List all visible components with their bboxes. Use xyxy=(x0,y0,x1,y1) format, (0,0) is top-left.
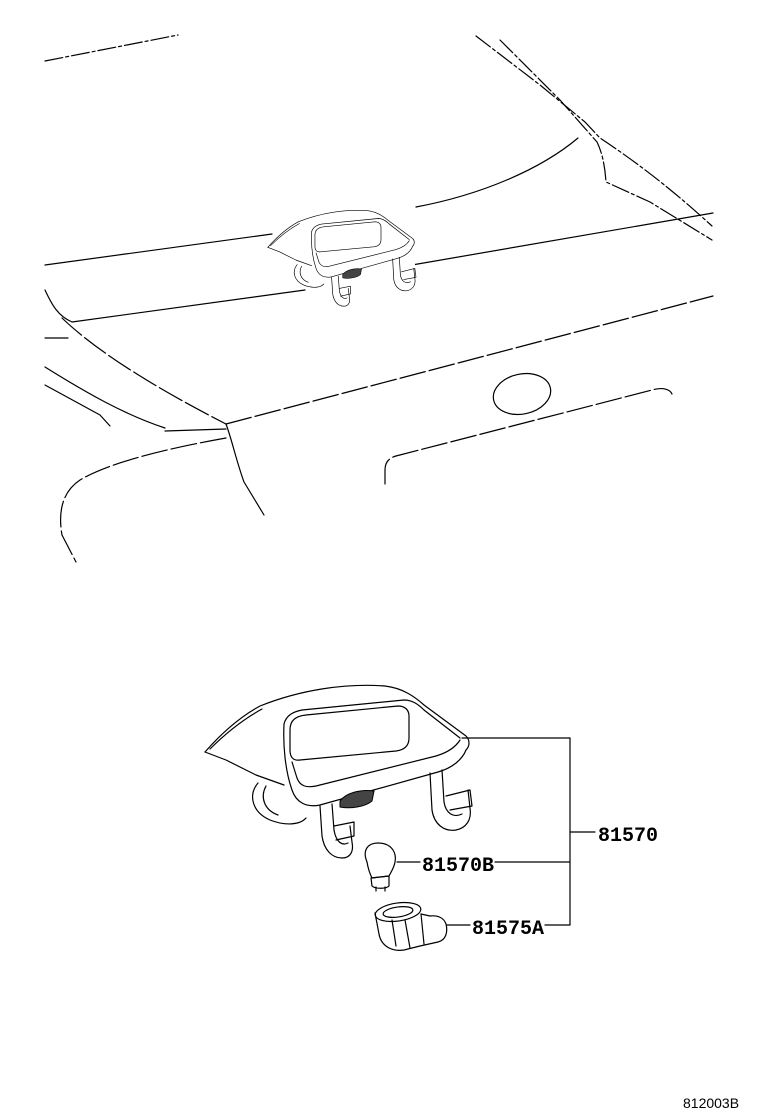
trunk-lid-bottom-edge xyxy=(225,295,714,425)
figure-code: 812003B xyxy=(683,1095,739,1111)
lamp-frame-lower-ledge xyxy=(291,739,461,788)
socket-rim-inner xyxy=(382,906,414,918)
license-panel-outline xyxy=(384,388,673,485)
high-mount-stop-lamp-assembly xyxy=(204,684,473,859)
bumper-left-outline xyxy=(59,437,227,563)
socket-rim-outer xyxy=(374,901,422,923)
lamp-clip-left xyxy=(319,803,355,859)
lamp-frame-top-edge xyxy=(283,699,461,739)
quarter-panel-line-upper xyxy=(44,366,166,429)
bulb-base xyxy=(370,875,390,889)
part-number-81575a[interactable]: 81575A xyxy=(472,918,544,941)
clip-right-outer xyxy=(429,772,471,831)
rear-window-upper-line xyxy=(44,34,179,62)
bulb-wire-leads xyxy=(375,886,386,892)
clip-left-outer xyxy=(319,805,354,859)
rear-window-side-line-outer xyxy=(475,35,713,227)
lamp-body-rear xyxy=(252,782,307,825)
socket-body xyxy=(374,912,448,951)
rear-panel-top-line-right xyxy=(411,212,714,266)
socket-body-lines xyxy=(391,913,425,949)
clip-left-hook xyxy=(333,821,355,841)
trunk-lid-side-edge xyxy=(61,317,227,425)
rear-panel-top-line-left xyxy=(44,289,306,323)
quarter-panel-line-lower xyxy=(44,384,111,427)
lamp-silhouette-fill xyxy=(205,685,472,858)
trunk-lid-upper-edge-left xyxy=(44,233,273,266)
lamp-body-rear-inner xyxy=(262,785,279,816)
lamp-lens xyxy=(289,705,410,761)
trunk-lid-view xyxy=(44,34,714,563)
clip-right-inner xyxy=(441,769,463,817)
lamp-center-mount xyxy=(339,790,375,809)
lamp-clip-right xyxy=(429,769,473,831)
leader-lines xyxy=(396,737,596,926)
trunk-lid-upper-edge-right xyxy=(415,137,579,208)
clip-left-inner xyxy=(331,803,349,845)
lid-corner-line xyxy=(164,428,227,432)
part-number-81570[interactable]: 81570 xyxy=(598,825,658,848)
bulb-socket xyxy=(374,901,448,951)
bulb-glass xyxy=(364,842,396,879)
body-crease-line xyxy=(225,423,265,516)
lamp-housing-left-side xyxy=(204,751,285,786)
clip-right-hook xyxy=(445,789,473,811)
lamp-front-frame xyxy=(283,723,467,807)
trunk-lock-cylinder xyxy=(492,372,552,416)
rear-window-side-line-inner xyxy=(499,39,713,241)
part-number-81570b[interactable]: 81570B xyxy=(422,855,494,878)
lamp-housing-shell-edge xyxy=(209,708,263,750)
bulb xyxy=(364,842,396,892)
